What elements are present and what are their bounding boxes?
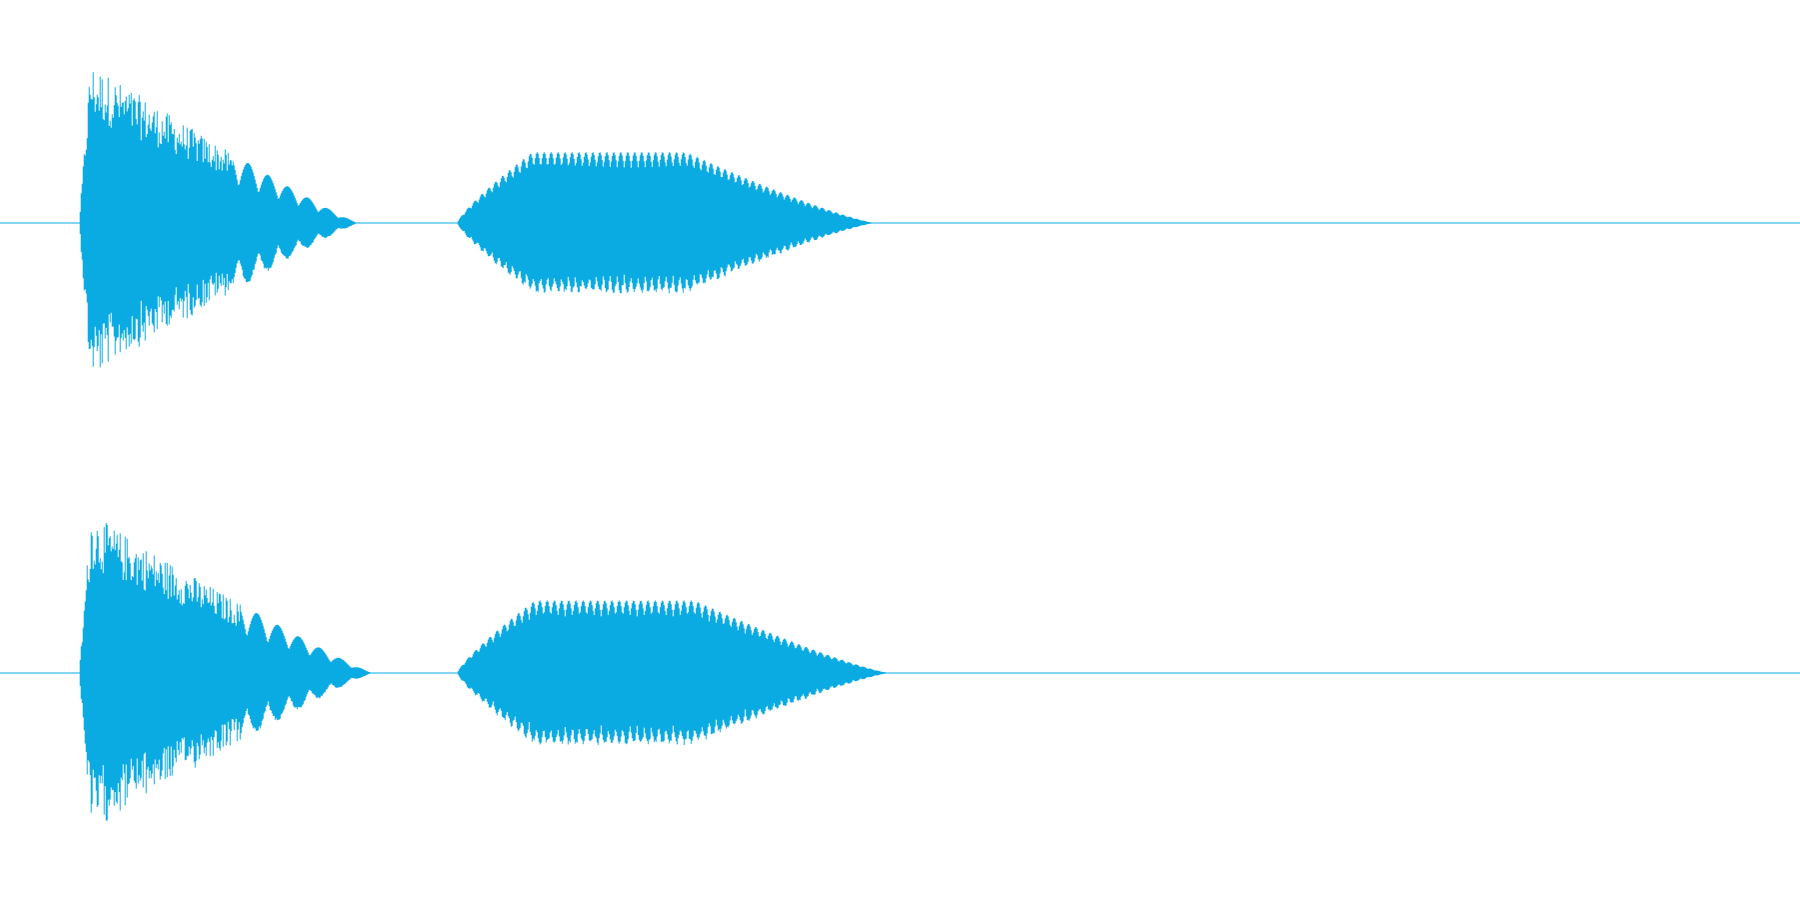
channel-1	[0, 72, 1800, 368]
waveform-burst-1	[79, 72, 357, 368]
waveform-burst-1	[79, 523, 371, 821]
waveform-burst-2	[457, 152, 872, 294]
waveform-burst-2	[457, 600, 886, 745]
channel-2	[0, 523, 1800, 821]
